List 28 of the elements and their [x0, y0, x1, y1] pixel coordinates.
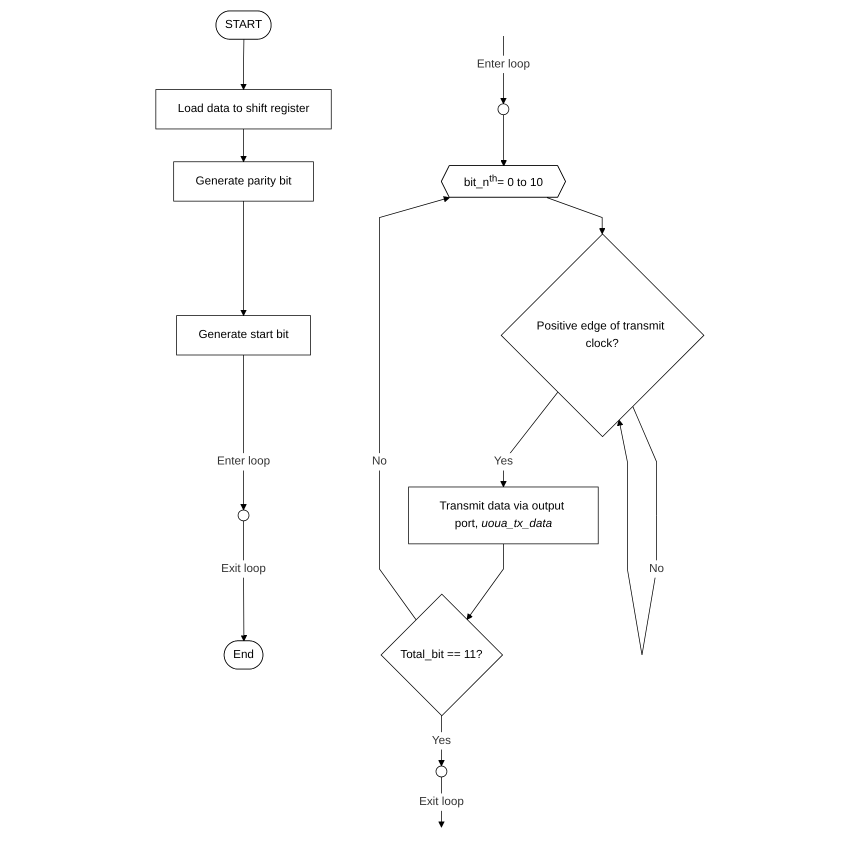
arrow: [500, 114, 508, 166]
edge-label: Yes: [494, 454, 514, 468]
node-diamond: Total_bit == 11?: [380, 593, 504, 716]
edge-label: No: [372, 454, 388, 468]
node-circle: [238, 509, 250, 521]
arrow: [240, 128, 247, 162]
arrow: [500, 391, 558, 487]
arrow: [240, 38, 247, 90]
node-box: Generate parity bit: [173, 160, 314, 202]
arrow: [240, 354, 247, 510]
node-diamond: Positive edge of transmit clock?: [500, 232, 705, 437]
edge-label: Enter loop: [217, 454, 270, 468]
arrow: [240, 200, 247, 316]
arrow: [438, 714, 445, 766]
node-circle: [498, 102, 510, 115]
node-box: Generate start bit: [176, 314, 311, 355]
edge-label: Exit loop: [419, 795, 464, 808]
edge-label: No: [649, 562, 664, 574]
edge-label: Exit loop: [221, 562, 266, 574]
node-box: Transmit data via output port, uoua_tx_data: [408, 486, 599, 544]
arrow: [546, 196, 606, 234]
node-box: Load data to shift register: [156, 88, 332, 129]
edge-label: Yes: [432, 734, 452, 746]
edge-label: Enter loop: [476, 57, 530, 70]
node-circle: [436, 765, 448, 777]
arrow: [466, 543, 504, 620]
arrow: [617, 405, 658, 655]
arrow: [379, 196, 450, 620]
